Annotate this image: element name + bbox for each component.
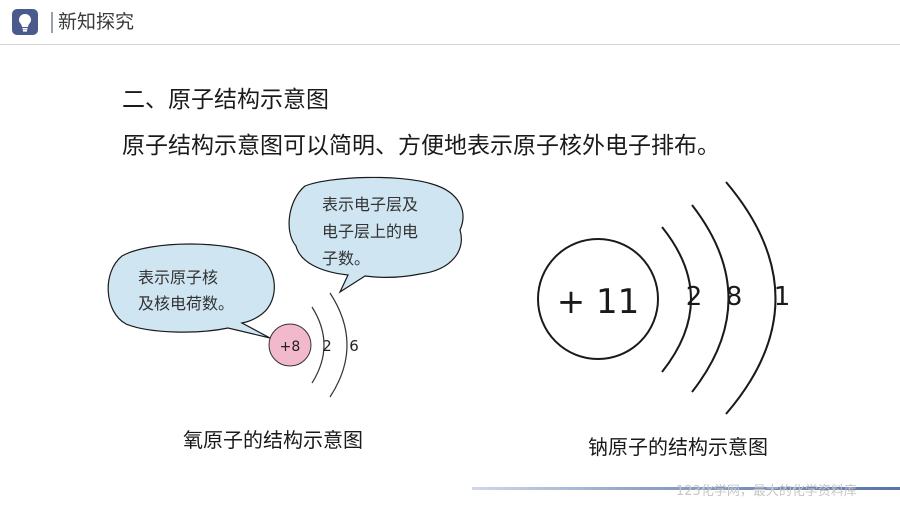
speech-bubble-nucleus: 表示原子核 及核电荷数。 [107,243,275,339]
oxygen-shell-1-electrons: 2 [322,337,332,355]
bubble-layers-line-1: 表示电子层及 [322,195,418,214]
oxygen-shell-1 [311,306,325,384]
watermark-text: 123化学网，最大的化学资料库 [676,484,857,499]
oxygen-atom: +8 2 6 [268,292,359,398]
lightbulb-icon [12,9,38,35]
sodium-shell-2-electrons: 8 [726,282,743,312]
page-heading: 二、原子结构示意图 [122,87,329,113]
section-title: 新知探究 [58,11,135,33]
speech-bubble-layers: 表示电子层及 电子层上的电 子数。 [288,176,464,294]
bubble-layers-line-2: 电子层上的电 [322,222,418,241]
oxygen-nucleus [268,323,312,367]
header-divider [0,44,900,45]
header-separator [51,12,53,33]
sodium-caption: 钠原子的结构示意图 [588,435,768,459]
sodium-nucleus-charge: + 11 [557,282,640,322]
oxygen-caption: 氧原子的结构示意图 [183,428,363,452]
sodium-shell-3 [725,181,777,415]
sodium-nucleus [537,238,659,360]
oxygen-shell-2 [329,292,348,398]
sodium-shell-2 [691,204,730,393]
sodium-atom: + 11 2 8 1 [537,181,791,415]
sodium-shell-1-electrons: 2 [686,282,703,312]
page-subtitle: 原子结构示意图可以简明、方便地表示原子核外电子排布。 [122,133,720,159]
header-bar: 新知探究 [0,0,900,46]
oxygen-shell-2-electrons: 6 [349,337,359,355]
bubble-nucleus-line-2: 及核电荷数。 [138,294,234,313]
sodium-shell-1 [661,226,692,373]
sodium-shell-3-electrons: 1 [774,282,791,312]
oxygen-nucleus-charge: +8 [280,339,301,355]
bubble-layers-line-3: 子数。 [322,249,370,268]
footer-line [472,487,900,490]
bubble-nucleus-line-1: 表示原子核 [138,268,218,287]
